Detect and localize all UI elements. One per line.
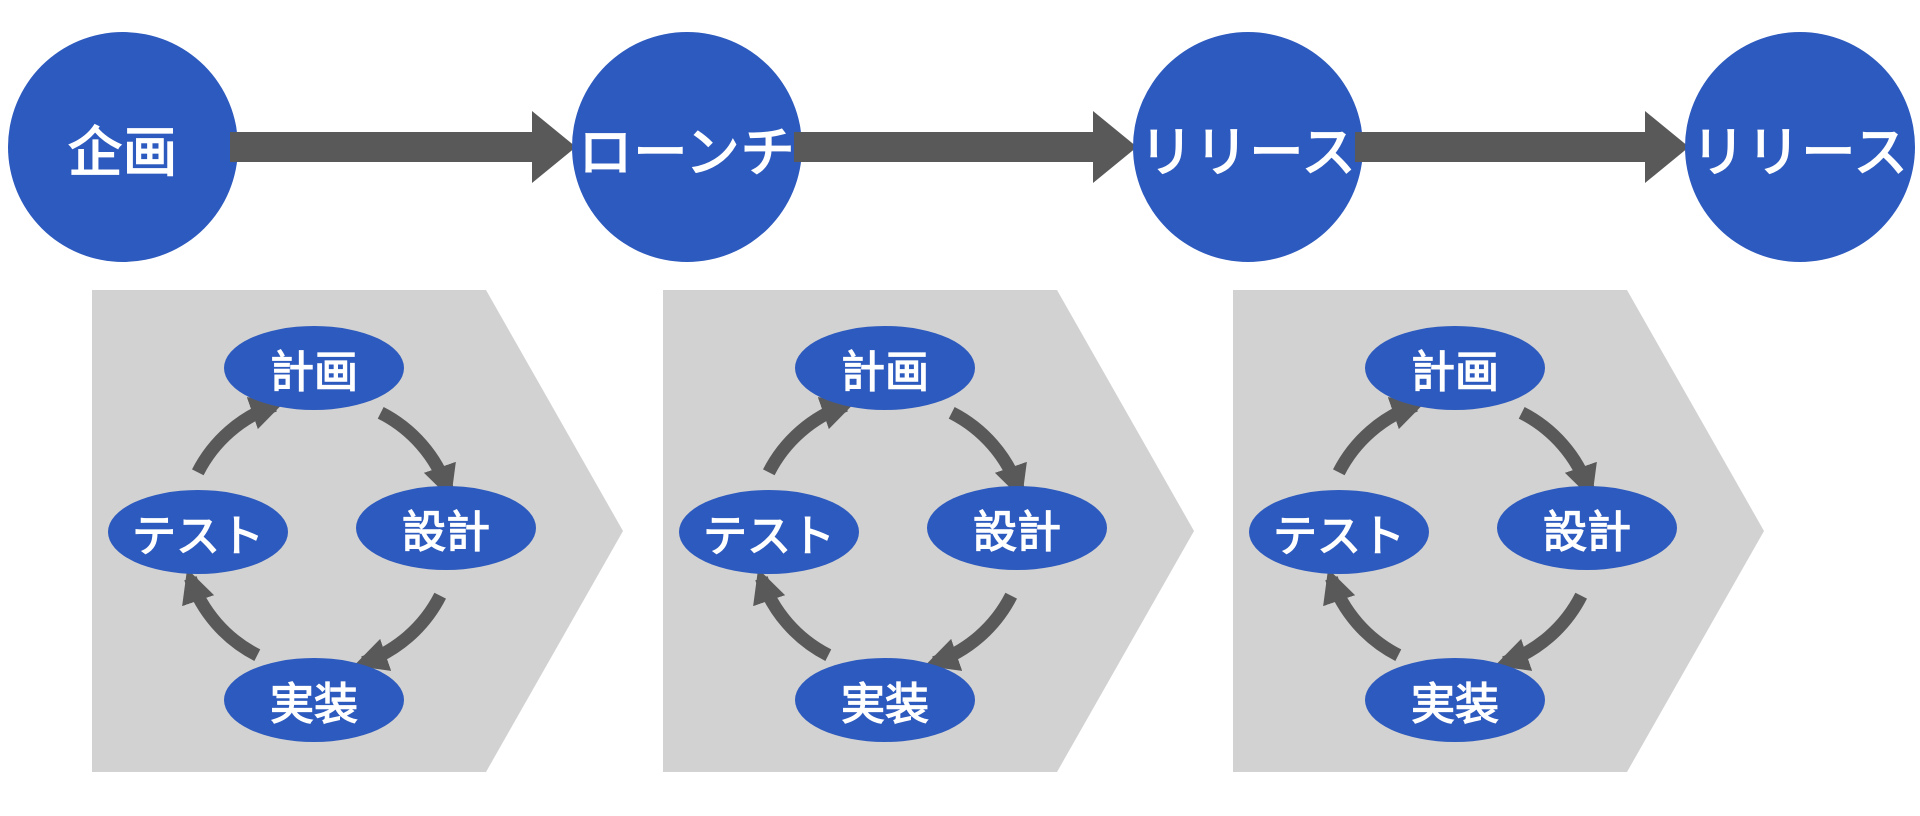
iteration-chevron-2: 計画 設計 実装 テスト [663, 290, 1194, 772]
cycle-node-test: テスト [679, 490, 859, 574]
cycle-node-label: 計画 [841, 348, 929, 397]
stage-node-planning: 企画 [8, 32, 238, 262]
cycle-node-label: 設計 [973, 508, 1061, 557]
stage-node-launch: ローンチ [572, 32, 802, 262]
cycle-arc-design-to-implement [924, 592, 1017, 671]
cycle-arrows [1323, 397, 1597, 671]
stage-label-release-2: リリース [1691, 122, 1909, 183]
arrow-head-icon [1645, 111, 1689, 183]
stage-node-release-1: リリース [1133, 32, 1363, 262]
cycle-arc-design-to-implement [353, 592, 446, 671]
cycle-arrows [182, 397, 456, 671]
cycle-node-test: テスト [1249, 490, 1429, 574]
cycle-arc-implement-to-test [753, 568, 832, 661]
cycle-node-design: 設計 [927, 486, 1107, 570]
cycle-arc-plan-to-design [948, 407, 1027, 500]
arrow-bar [1355, 132, 1647, 162]
cycle-node-plan: 計画 [795, 326, 975, 410]
cycle-node-label: テスト [703, 512, 835, 561]
cycle-arc-design-to-implement [1494, 592, 1587, 671]
cycle-arc-test-to-plan [1333, 397, 1426, 476]
cycle-node-label: 実装 [1411, 680, 1499, 729]
cycle-arrows [753, 397, 1027, 671]
cycle-arc-plan-to-design [1518, 407, 1597, 500]
stage-node-release-2: リリース [1685, 32, 1915, 262]
cycle-node-label: 計画 [1411, 348, 1499, 397]
stage-arrow-1 [230, 111, 576, 183]
cycle-arc-test-to-plan [763, 397, 856, 476]
cycle-node-implement: 実装 [795, 658, 975, 742]
arrow-head-icon [1093, 111, 1137, 183]
stage-label-launch: ローンチ [578, 122, 796, 183]
cycle-arc-test-to-plan [192, 397, 285, 476]
cycle-arc-implement-to-test [182, 568, 261, 661]
cycle-node-design: 設計 [1497, 486, 1677, 570]
cycle-node-test: テスト [108, 490, 288, 574]
cycle-node-label: 計画 [270, 348, 358, 397]
cycle-node-implement: 実装 [1365, 658, 1545, 742]
cycle-node-plan: 計画 [1365, 326, 1545, 410]
cycle-node-plan: 計画 [224, 326, 404, 410]
cycle-node-design: 設計 [356, 486, 536, 570]
cycle-arc-implement-to-test [1323, 568, 1402, 661]
cycle-node-label: 設計 [402, 508, 490, 557]
stage-arrow-3 [1355, 111, 1689, 183]
cycle-node-label: テスト [1273, 512, 1405, 561]
arrow-bar [794, 132, 1095, 162]
cycle-node-implement: 実装 [224, 658, 404, 742]
cycle-node-label: 設計 [1543, 508, 1631, 557]
iteration-chevron-1: 計画 設計 実装 テスト [92, 290, 623, 772]
stage-label-release-1: リリース [1139, 122, 1357, 183]
cycle-node-label: テスト [132, 512, 264, 561]
arrow-head-icon [532, 111, 576, 183]
stage-arrow-2 [794, 111, 1137, 183]
cycle-arc-plan-to-design [377, 407, 456, 500]
iteration-chevron-3: 計画 設計 実装 テスト [1233, 290, 1764, 772]
cycle-node-label: 実装 [270, 680, 358, 729]
arrow-bar [230, 132, 534, 162]
stage-label-planning: 企画 [68, 122, 178, 183]
cycle-node-label: 実装 [841, 680, 929, 729]
